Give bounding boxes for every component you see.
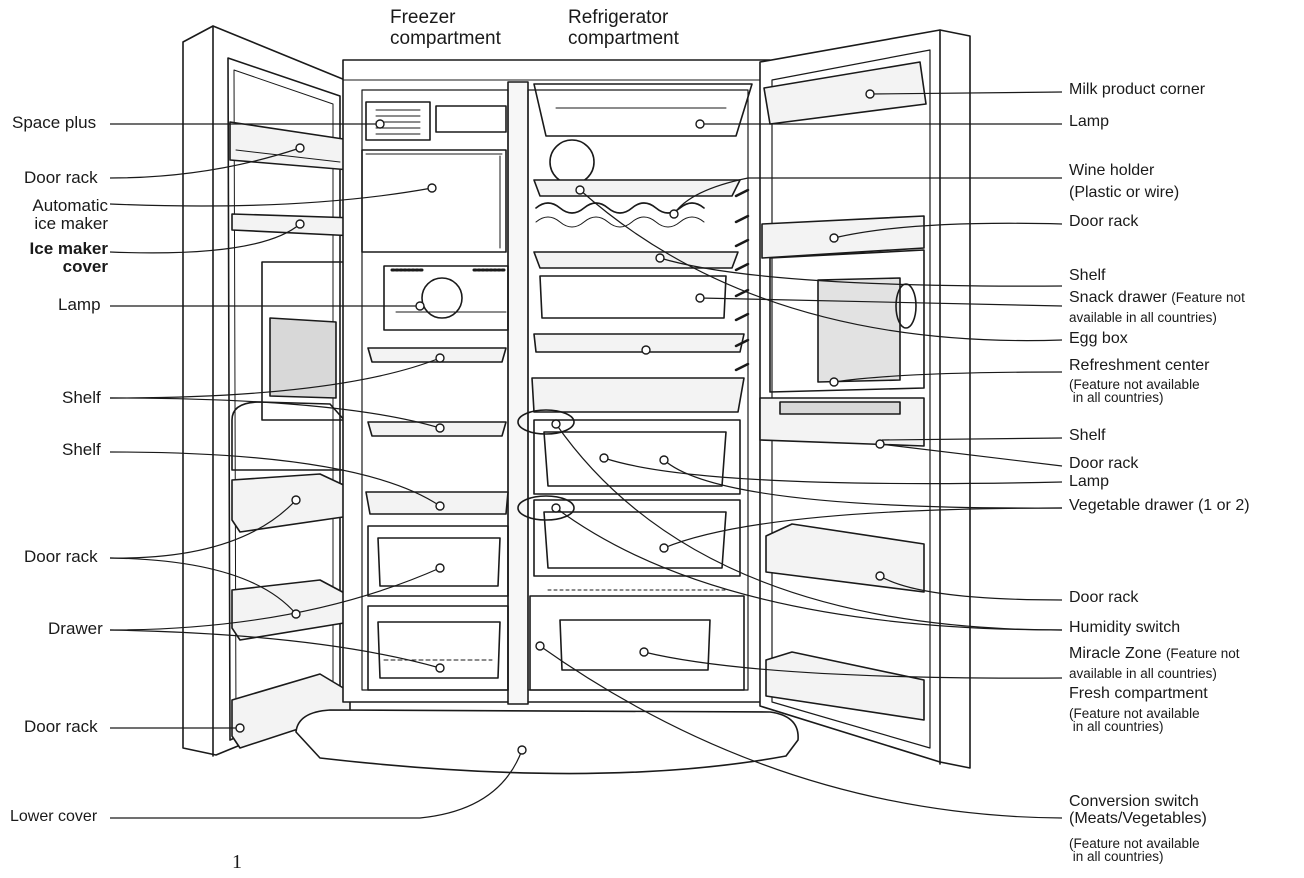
label-shelf: Shelf xyxy=(1069,427,1106,444)
label-line: (Meats/Vegetables) xyxy=(1069,809,1207,827)
label-lamp: Lamp xyxy=(1069,113,1110,130)
label-door-rack: Door rack xyxy=(24,168,98,187)
label-automatic-ice-maker: Automatic ice maker xyxy=(24,197,108,233)
label-fresh-compartment: Fresh compartment xyxy=(1069,685,1208,702)
header-line: compartment xyxy=(568,27,679,49)
label-conversion-switch: Conversion switch (Meats/Vegetables) xyxy=(1069,793,1207,828)
label-shelf: Shelf xyxy=(62,440,101,459)
refrigerator-compartment-header: Refrigerator compartment xyxy=(568,7,679,49)
label-lamp: Lamp xyxy=(58,295,101,314)
freezer-door xyxy=(182,25,357,757)
label-drawer: Drawer xyxy=(48,619,103,638)
label-shelf: Shelf xyxy=(1069,267,1106,284)
label-line: (Feature not available xyxy=(1069,377,1200,392)
label-lower-cover: Lower cover xyxy=(10,808,98,825)
label-snack-drawer-note: available in all countries) xyxy=(1069,310,1217,325)
label-refreshment-center: Refreshment center xyxy=(1069,357,1210,374)
header-line: compartment xyxy=(390,27,501,49)
label-miracle-zone: Miracle Zone (Feature not xyxy=(1069,645,1240,663)
label-milk-product-corner: Milk product corner xyxy=(1069,81,1206,98)
label-line: Conversion switch xyxy=(1069,793,1199,810)
label-door-rack: Door rack xyxy=(1069,455,1139,472)
label-text: Miracle Zone xyxy=(1069,645,1162,662)
label-snack-drawer: Snack drawer (Feature not xyxy=(1069,289,1245,307)
label-miracle-zone-note: available in all countries) xyxy=(1069,666,1217,681)
label-shelf: Shelf xyxy=(62,388,101,407)
label-refreshment-center-note: (Feature not available in all countries) xyxy=(1069,377,1200,405)
header-line: Freezer xyxy=(390,7,456,28)
label-egg-box: Egg box xyxy=(1069,330,1128,347)
label-vegetable-drawer: Vegetable drawer (1 or 2) xyxy=(1069,497,1250,514)
label-door-rack: Door rack xyxy=(24,717,98,736)
cabinet xyxy=(342,59,771,705)
callout-dots xyxy=(235,89,885,755)
label-note: (Feature not xyxy=(1171,290,1245,305)
label-line: (Plastic or wire) xyxy=(1069,183,1180,201)
label-humidity-switch: Humidity switch xyxy=(1069,619,1181,636)
label-line: in all countries) xyxy=(1069,718,1164,734)
leader-lines xyxy=(109,91,1063,819)
label-door-rack: Door rack xyxy=(24,547,98,566)
label-door-rack: Door rack xyxy=(1069,589,1139,606)
label-text: Snack drawer xyxy=(1069,289,1167,306)
label-ice-maker-cover: Ice maker cover xyxy=(10,240,108,276)
label-line: (Feature not available xyxy=(1069,706,1200,721)
base-lower-cover xyxy=(295,709,799,775)
label-wine-holder: Wine holder (Plastic or wire) xyxy=(1069,160,1179,203)
label-space-plus: Space plus xyxy=(12,113,97,132)
page-number: 1 xyxy=(232,851,242,873)
label-line: (Feature not available xyxy=(1069,836,1200,851)
label-fresh-compartment-note: (Feature not available in all countries) xyxy=(1069,706,1200,734)
label-conversion-switch-note: (Feature not available in all countries) xyxy=(1069,836,1200,864)
label-line: cover xyxy=(62,256,108,276)
header-line: Refrigerator xyxy=(568,7,669,28)
refrigerator-door xyxy=(759,29,971,769)
label-line: Automatic xyxy=(32,196,108,215)
label-door-rack: Door rack xyxy=(1069,213,1139,230)
label-line: in all countries) xyxy=(1069,389,1164,405)
label-note: (Feature not xyxy=(1165,646,1240,661)
label-lamp: Lamp xyxy=(1069,473,1110,490)
label-line: in all countries) xyxy=(1069,848,1164,864)
freezer-compartment-header: Freezer compartment xyxy=(390,7,501,49)
label-line: Wine holder xyxy=(1069,162,1155,179)
label-line: ice maker xyxy=(34,213,108,233)
label-line: Ice maker xyxy=(29,239,108,258)
